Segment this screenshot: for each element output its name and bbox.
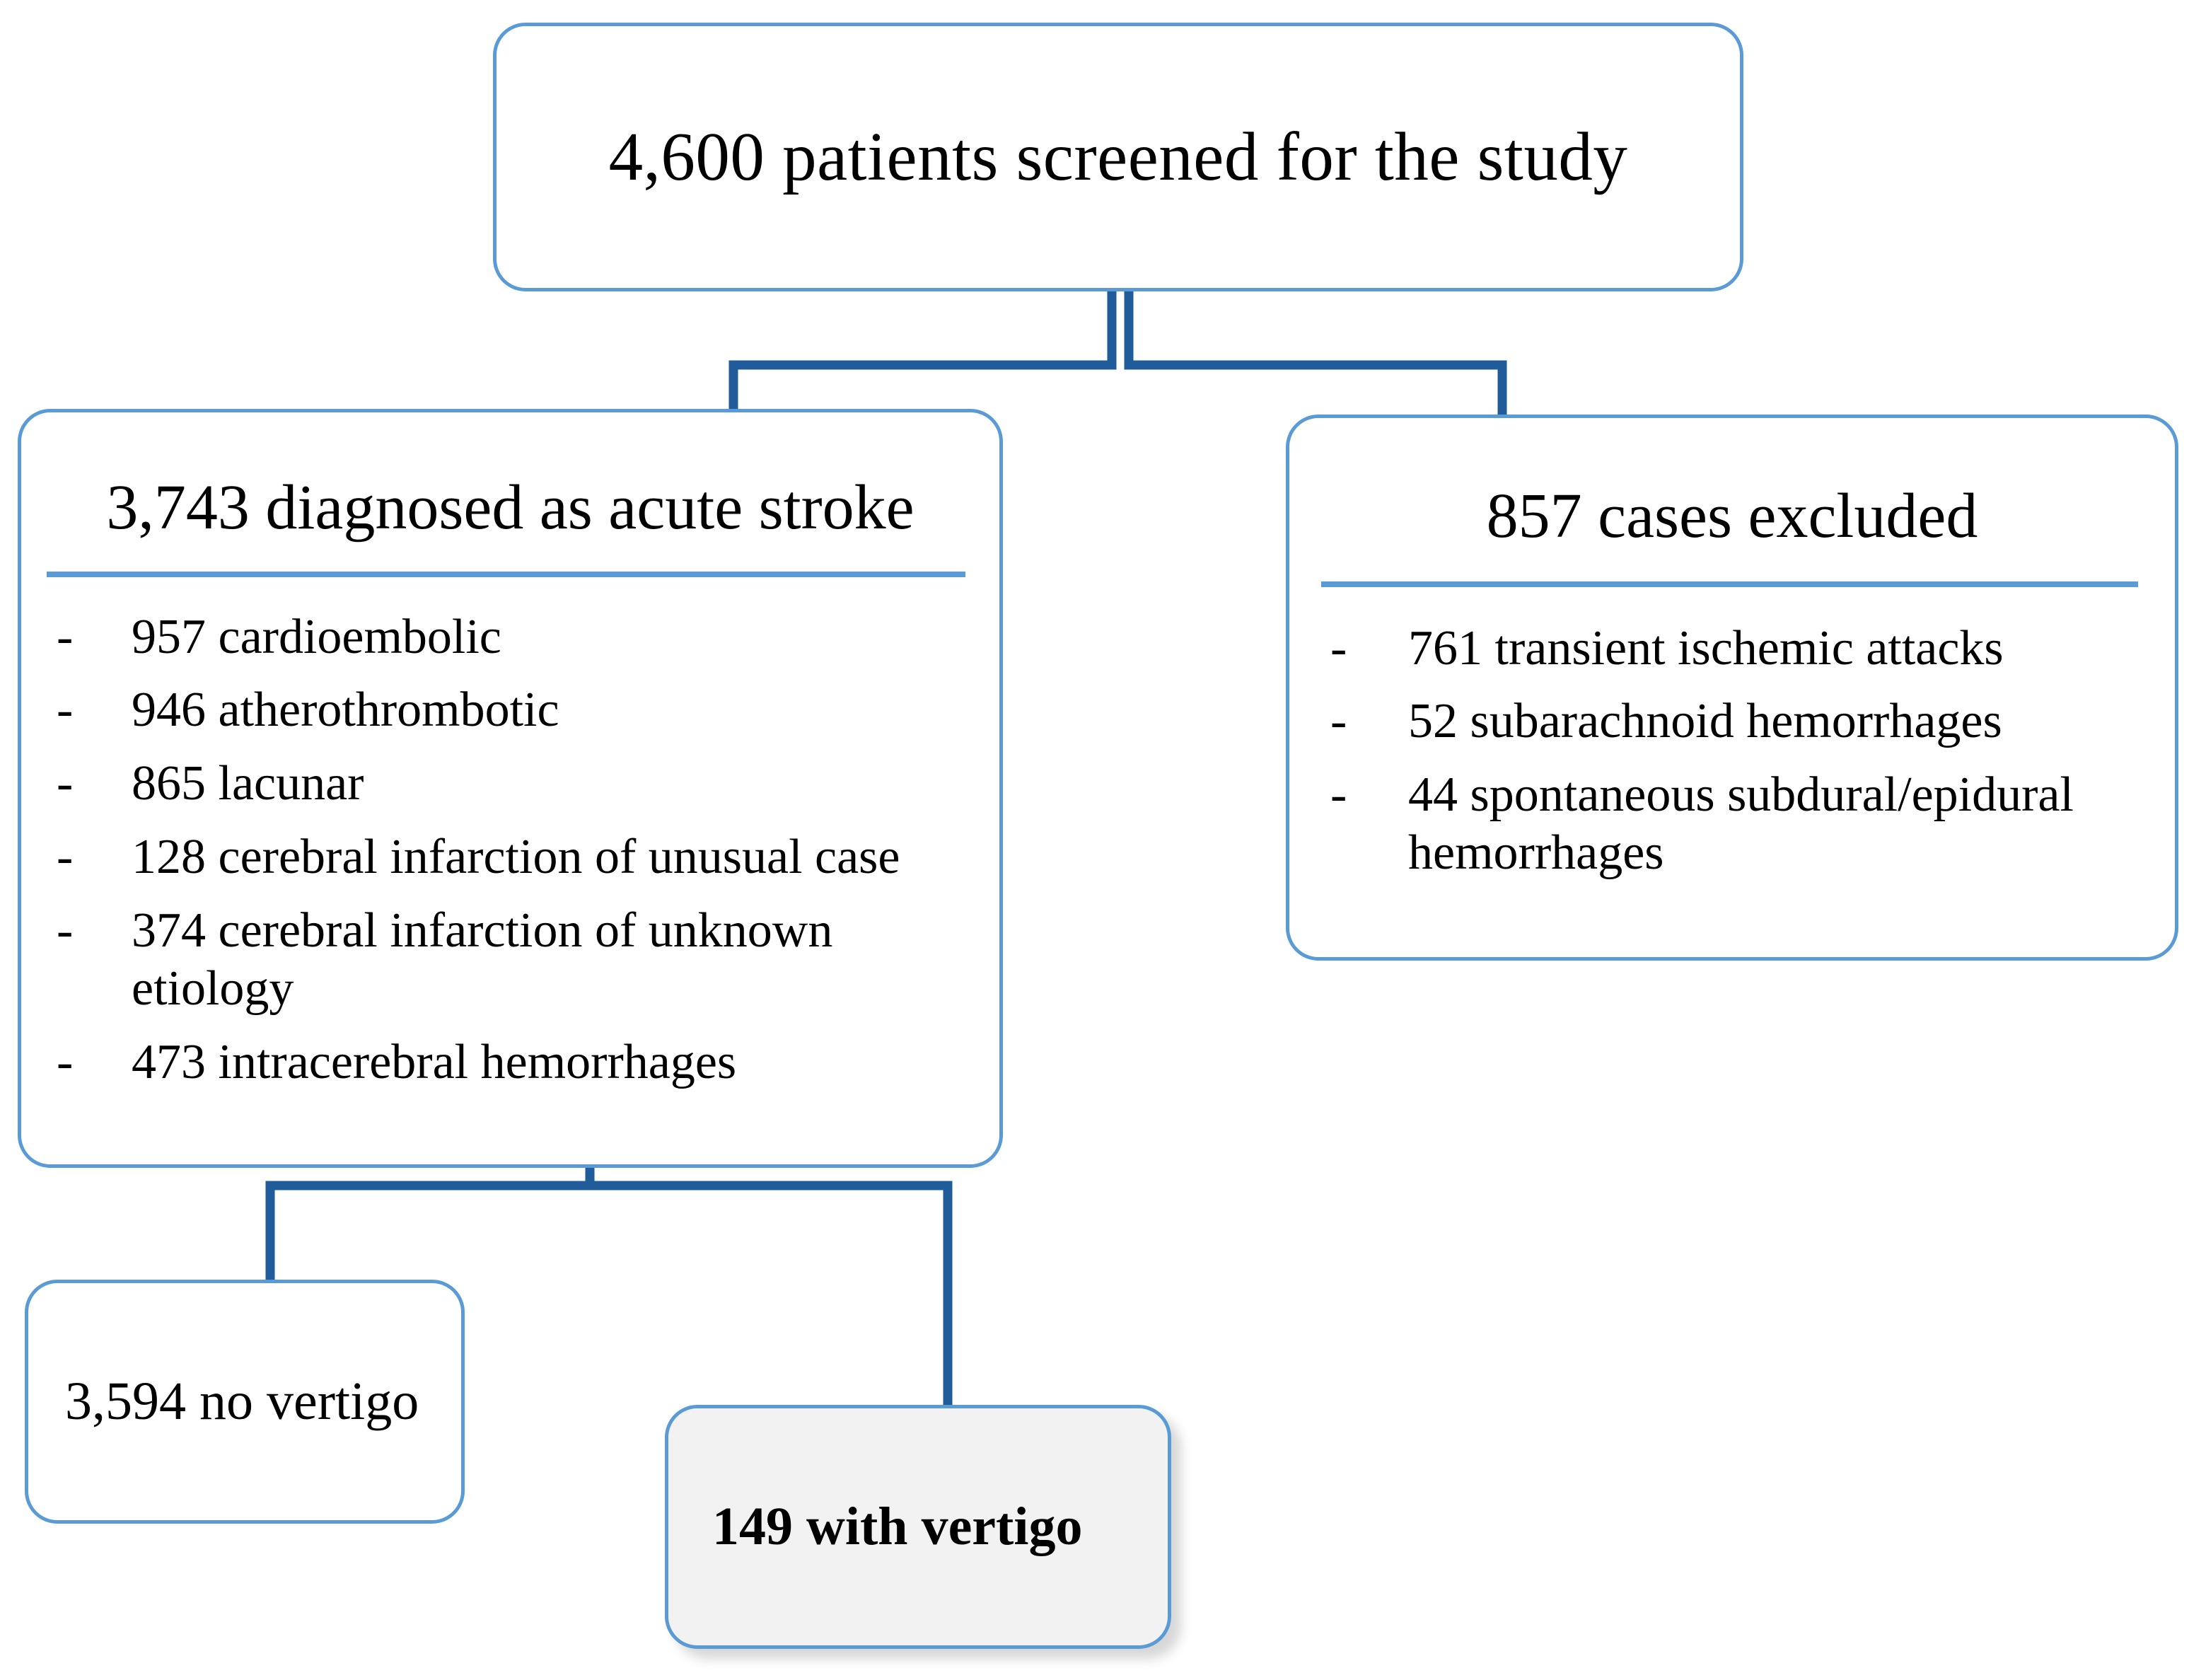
dash-bullet-icon: - (1330, 694, 1347, 749)
list-item: - 473 intracerebral hemorrhages (42, 1033, 999, 1091)
list-item: - 946 atherothrombotic (42, 681, 999, 739)
dash-bullet-icon: - (57, 830, 74, 885)
list-item-label: 865 lacunar (132, 756, 364, 811)
list-item-label: 473 intracerebral hemorrhages (132, 1034, 737, 1089)
list-item: - 761 transient ischemic attacks (1316, 620, 2175, 678)
node-acute-stroke: 3,743 diagnosed as acute stroke - 957 ca… (18, 409, 1003, 1168)
dash-bullet-icon: - (1330, 767, 1347, 823)
connector-screened-to-excluded (1124, 291, 1507, 416)
list-item-label: 44 spontaneous subdural/epidural hemorrh… (1408, 767, 2074, 881)
dash-bullet-icon: - (57, 1034, 74, 1089)
dash-bullet-icon: - (57, 756, 74, 811)
connector-stroke-to-no-vertigo (265, 1168, 595, 1281)
list-item-label: 374 cerebral infarction of unknown etiol… (132, 903, 833, 1016)
dash-bullet-icon: - (57, 903, 74, 958)
connector-screened-to-stroke (728, 291, 1117, 410)
dash-bullet-icon: - (57, 609, 74, 664)
list-item-label: 957 cardioembolic (132, 609, 501, 664)
connector-stroke-to-with-vertigo (585, 1168, 953, 1406)
node-cases-excluded: 857 cases excluded - 761 transient ische… (1286, 415, 2178, 961)
list-item: - 374 cerebral infarction of unknown eti… (42, 902, 999, 1018)
node-cases-excluded-title: 857 cases excluded (1486, 481, 1978, 551)
acute-stroke-divider (47, 571, 965, 577)
node-no-vertigo: 3,594 no vertigo (25, 1280, 465, 1524)
node-with-vertigo: 149 with vertigo (665, 1405, 1171, 1649)
list-item-label: 946 atherothrombotic (132, 683, 559, 738)
list-item: - 957 cardioembolic (42, 608, 999, 666)
list-item-label: 52 subarachnoid hemorrhages (1408, 694, 2002, 749)
list-item: - 52 subarachnoid hemorrhages (1316, 693, 2175, 751)
node-patients-screened: 4,600 patients screened for the study (493, 23, 1743, 291)
dash-bullet-icon: - (57, 683, 74, 738)
list-item: - 865 lacunar (42, 755, 999, 813)
list-item-label: 761 transient ischemic attacks (1408, 620, 2004, 676)
dash-bullet-icon: - (1330, 620, 1347, 676)
cases-excluded-reason-list: - 761 transient ischemic attacks - 52 su… (1316, 620, 2175, 883)
list-item: - 128 cerebral infarction of unusual cas… (42, 828, 999, 886)
node-acute-stroke-title: 3,743 diagnosed as acute stroke (106, 473, 914, 543)
cases-excluded-divider (1321, 581, 2138, 587)
list-item-label: 128 cerebral infarction of unusual case (132, 830, 900, 885)
list-item: - 44 spontaneous subdural/epidural hemor… (1316, 766, 2175, 882)
acute-stroke-subtype-list: - 957 cardioembolic - 946 atherothrombot… (42, 608, 999, 1091)
node-patients-screened-label: 4,600 patients screened for the study (608, 118, 1628, 195)
node-no-vertigo-label: 3,594 no vertigo (65, 1371, 419, 1431)
node-with-vertigo-label: 149 with vertigo (712, 1496, 1083, 1556)
